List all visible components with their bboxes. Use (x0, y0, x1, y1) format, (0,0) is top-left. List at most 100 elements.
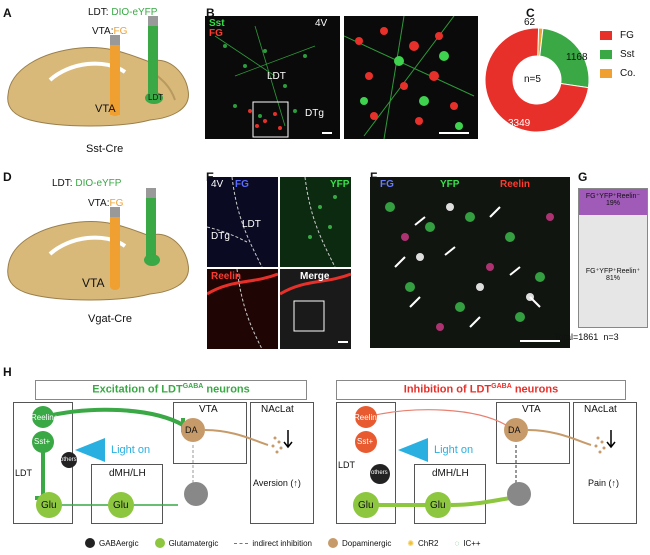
mouse-line-d: Vgat-Cre (88, 313, 133, 325)
label-fg-f: FG (380, 179, 394, 190)
title-box-right: Inhibition of LDTGABA neurons (336, 380, 626, 400)
glut-icon (154, 538, 165, 548)
brain-schematic-a (7, 16, 189, 127)
title-box-left: Excitation of LDTGABA neurons (35, 380, 307, 400)
node-glu-right: Glu (358, 500, 374, 511)
stacked-bar: FG⁺YFP⁺Reelin⁻ 19% FG⁺YFP⁺Reelin⁺ 81% (578, 188, 648, 328)
donut-slice-fg (484, 27, 590, 133)
legend-ic: ◌IC++ (454, 538, 481, 548)
micrograph-b-overview: Sst FG 4V LDT DTg (205, 16, 340, 139)
label-yfp-e: YFP (330, 179, 350, 190)
label-reelin-f: Reelin (500, 179, 531, 190)
label-nac-left: NAcLat (261, 404, 294, 415)
node-da-right: DA (508, 425, 521, 435)
nac-box-left (250, 402, 314, 524)
stain-fg: FG (209, 28, 223, 39)
nac-box-right (573, 402, 637, 524)
node-glu2-right: Glu (430, 500, 446, 511)
virus-line-a: LDT: DIO-eYFP (88, 7, 158, 18)
label-4v-e: 4V (211, 179, 224, 190)
label-4v: 4V (315, 18, 328, 29)
node-others-left: others (60, 457, 77, 463)
label-aversion: Aversion (↑) (253, 478, 301, 488)
bar-label-bottom: FG⁺YFP⁺Reelin⁺ 81% (585, 268, 641, 282)
panel-letter-g: G (578, 170, 588, 184)
micrograph-e-merge: Merge (280, 269, 351, 349)
panel-letter-c: C (526, 6, 535, 20)
site-vta-a: VTA (95, 103, 116, 115)
node-others-right: others (371, 470, 388, 476)
label-vta-right: VTA (522, 404, 541, 415)
site-ldt-a: LDT (148, 93, 164, 102)
legend-item-fg: FG (600, 30, 636, 41)
legend-chr2: ✺ChR2 (407, 538, 439, 548)
diagram-inhibition: Inhibition of LDTGABA neurons Reelin+ Ss… (336, 380, 637, 526)
donut-label-co: 62 (524, 17, 536, 28)
label-ldt-right: LDT (338, 460, 356, 470)
label-fg-e: FG (235, 179, 249, 190)
title-inhibition: Inhibition of LDTGABA neurons (403, 383, 559, 396)
dopa-icon (327, 538, 338, 548)
micrograph-f: FG YFP Reelin (370, 177, 570, 348)
donut-chart (484, 27, 590, 133)
node-sst-right: Sst+ (357, 437, 374, 446)
legend-row: GABAergic Glutamatergic indirect inhibit… (85, 535, 645, 551)
dmh-box-right (414, 464, 486, 524)
diagram-excitation: Excitation of LDTGABA neurons Reelin+ Ss… (13, 380, 314, 526)
donut-center: n=5 (524, 74, 541, 85)
cell-field (214, 25, 332, 138)
node-sst-left: Sst+ (34, 437, 51, 446)
virus-label: DIO-eYFP (111, 7, 158, 18)
legend-glut: Glutamatergic (154, 538, 218, 548)
dashed-line-icon (234, 542, 249, 544)
bar-total: Total=1861 n=3 (554, 332, 619, 342)
bar-segment-reelin-neg (579, 189, 647, 216)
label-vta-left: VTA (199, 404, 218, 415)
bar-segment-reelin-pos (579, 215, 647, 327)
panel-letter-a: A (3, 6, 12, 20)
legend-indirect: indirect inhibition (234, 539, 312, 548)
legend-item-sst: Sst (600, 49, 636, 60)
site-vta-d: VTA (82, 276, 105, 290)
donut-legend: FG Sst Co. (600, 30, 636, 79)
gaba-icon (85, 538, 95, 548)
panel-letter-h: H (3, 365, 12, 379)
label-dmh-right: dMH/LH (432, 468, 469, 479)
legend-gaba: GABAergic (85, 538, 139, 548)
title-excitation: Excitation of LDTGABA neurons (92, 383, 250, 396)
label-pain: Pain (↑) (588, 478, 620, 488)
brain-schematic-d (7, 188, 189, 301)
micrograph-e-reelin: Reelin (207, 269, 278, 349)
light-on-right: Light on (434, 444, 474, 456)
arrow-field (385, 202, 560, 342)
label-ldt: LDT (267, 71, 286, 82)
node-glu2-left: Glu (113, 500, 129, 511)
legend-dopa: Dopaminergic (327, 538, 391, 548)
ic-icon: ◌ (454, 538, 460, 548)
micrograph-e-yfp: YFP (280, 177, 351, 267)
tracer-line-d: VTA:FG (88, 198, 124, 209)
micrograph-b-zoom (344, 16, 478, 139)
label-ldt-left: LDT (15, 468, 33, 478)
panel-a: LDT: DIO-eYFP VTA:FG VTA LDT Sst-Cre (0, 0, 200, 160)
tracer-line-a: VTA:FG (92, 26, 128, 37)
panel-g: FG⁺YFP⁺Reelin⁻ 19% FG⁺YFP⁺Reelin⁺ 81% To… (554, 188, 648, 363)
light-on-left: Light on (111, 444, 151, 456)
virus-line-d: LDT: DIO-eYFP (52, 178, 122, 189)
label-merge-e: Merge (300, 271, 330, 282)
label-ldt-e: LDT (242, 219, 261, 230)
circuit-left (32, 406, 293, 518)
bar-label-top: FG⁺YFP⁺Reelin⁻ 19% (585, 193, 641, 207)
panel-letter-b: B (206, 6, 215, 20)
label-dtg: DTg (305, 108, 324, 119)
panel-letter-d: D (3, 170, 12, 184)
legend-item-co: Co. (600, 68, 636, 79)
label-dtg-e: DTg (211, 231, 230, 242)
node-reelin-right: Reelin+ (354, 413, 382, 422)
donut-label-fg: 3349 (508, 118, 531, 129)
stain-sst: Sst (209, 18, 225, 29)
node-da-left: DA (185, 425, 198, 435)
label-dmh-left: dMH/LH (109, 468, 146, 479)
label-yfp-f: YFP (440, 179, 460, 190)
label-reelin-e: Reelin (211, 271, 242, 282)
